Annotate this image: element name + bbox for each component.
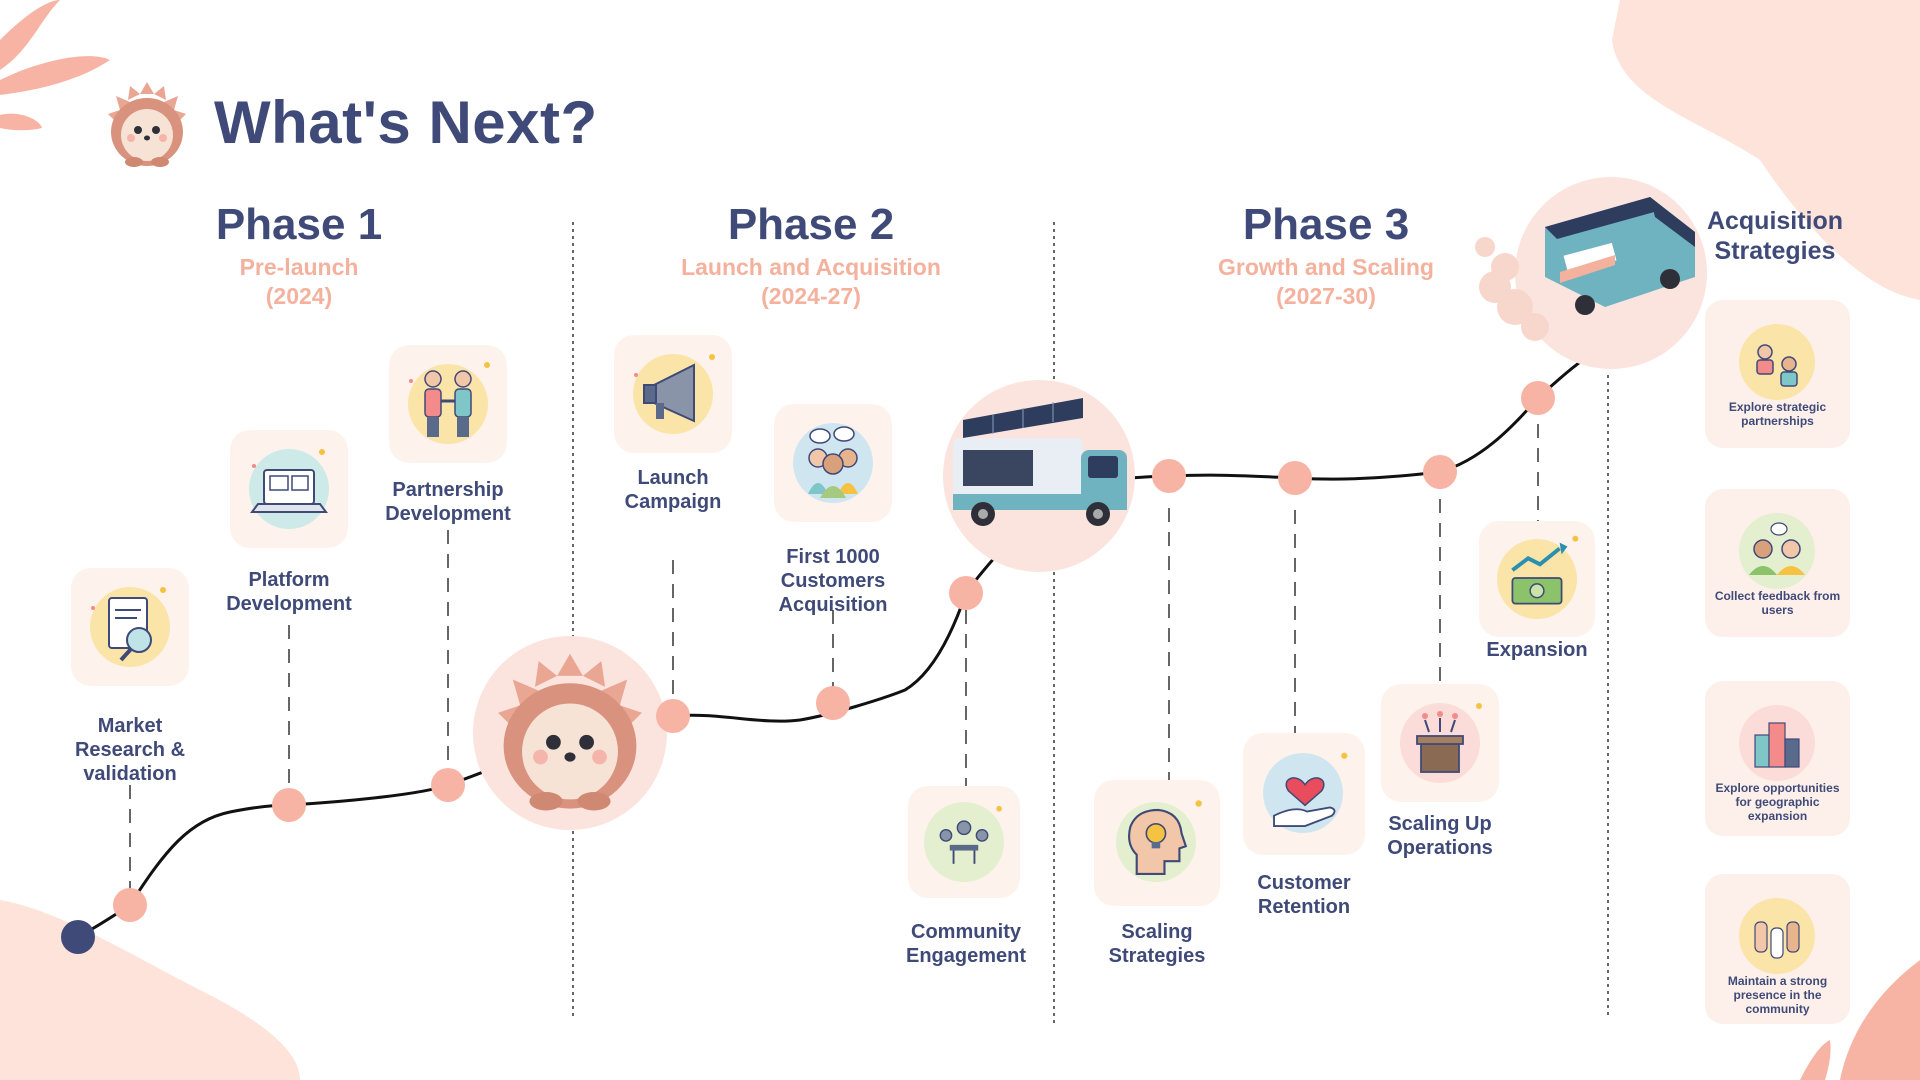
acquisition-text-feedback: Collect feedback from users: [1709, 589, 1846, 617]
research-icon: [71, 568, 189, 686]
acquisition-title: Acquisition Strategies: [1690, 206, 1860, 266]
raised-hands-icon: [1739, 898, 1815, 974]
idea-head-icon: [1094, 780, 1220, 906]
phase-1-years: (2024): [119, 281, 479, 311]
phase-3-years: (2027-30): [1146, 281, 1506, 311]
meeting-icon: [908, 786, 1020, 898]
money-growth-icon: [1479, 521, 1595, 637]
heart-hand-icon: [1243, 733, 1365, 855]
milestone-card-customer-retention: [1243, 733, 1365, 855]
milestone-card-community-engagement: [908, 786, 1020, 898]
buildings-icon: [1739, 705, 1815, 781]
megaphone-icon: [614, 335, 732, 453]
feedback-icon: [1739, 513, 1815, 589]
phase-3-title: Phase 3: [1146, 200, 1506, 250]
phase-3-subtitle: Growth and Scaling: [1146, 252, 1506, 282]
milestone-card-scaling-operations: [1381, 684, 1499, 802]
milestone-card-platform-development: [230, 430, 348, 548]
milestone-card-scaling-strategies: [1094, 780, 1220, 906]
milestone-dot: [431, 768, 465, 802]
phase-1-title: Phase 1: [119, 200, 479, 250]
acquisition-card-partnerships: Explore strategic partnerships: [1705, 300, 1850, 448]
milestone-label-customer-retention: Customer Retention: [1214, 871, 1394, 919]
milestone-label-scaling-strategies: Scaling Strategies: [1067, 920, 1247, 968]
phase-2-title: Phase 2: [631, 200, 991, 250]
customers-icon: [774, 404, 892, 522]
milestone-card-partnership-development: [389, 345, 507, 463]
milestone-dot: [949, 576, 983, 610]
milestone-card-launch-campaign: [614, 335, 732, 453]
laptop-icon: [230, 430, 348, 548]
milestone-card-expansion: [1479, 521, 1595, 637]
food-truck-circle: [943, 380, 1135, 572]
milestone-card-first-customers: [774, 404, 892, 522]
milestone-dot: [656, 699, 690, 733]
milestone-label-partnership-development: Partnership Development: [358, 478, 538, 526]
timeline-start-dot: [61, 920, 95, 954]
box-arrows-icon: [1381, 684, 1499, 802]
acquisition-card-geographic: Explore opportunities for geographic exp…: [1705, 681, 1850, 836]
milestone-dot: [816, 686, 850, 720]
hedgehog-icon: [490, 650, 650, 816]
milestone-dot: [113, 888, 147, 922]
page-title: What's Next?: [214, 88, 598, 157]
milestone-label-platform-development: Platform Development: [199, 568, 379, 616]
milestone-card-market-research: [71, 568, 189, 686]
flying-truck-circle: [1515, 177, 1707, 369]
milestone-dot: [1278, 461, 1312, 495]
hedgehog-mascot: [473, 636, 667, 830]
phase-2-subtitle: Launch and Acquisition: [631, 252, 991, 282]
hedgehog-logo-icon: [104, 80, 190, 170]
flying-truck-icon: [1465, 187, 1705, 347]
acquisition-text-community: Maintain a strong presence in the commun…: [1709, 974, 1846, 1016]
milestone-label-launch-campaign: Launch Campaign: [583, 466, 763, 514]
milestone-label-first-customers: First 1000 Customers Acquisition: [743, 545, 923, 617]
phase-1-subtitle: Pre-launch: [119, 252, 479, 282]
handshake-icon: [389, 345, 507, 463]
acquisition-card-community: Maintain a strong presence in the commun…: [1705, 874, 1850, 1024]
milestone-label-expansion: Expansion: [1447, 638, 1627, 662]
milestone-dot: [1152, 459, 1186, 493]
acquisition-text-partnerships: Explore strategic partnerships: [1709, 400, 1846, 428]
phase-2-years: (2024-27): [631, 281, 991, 311]
food-truck-icon: [933, 390, 1143, 540]
acquisition-card-feedback: Collect feedback from users: [1705, 489, 1850, 637]
milestone-dot: [272, 788, 306, 822]
milestone-label-community-engagement: Community Engagement: [876, 920, 1056, 968]
milestone-dot: [1521, 381, 1555, 415]
milestone-dot: [1423, 455, 1457, 489]
milestone-label-scaling-operations: Scaling Up Operations: [1350, 812, 1530, 860]
partners-icon: [1739, 324, 1815, 400]
acquisition-text-geographic: Explore opportunities for geographic exp…: [1709, 781, 1846, 823]
milestone-label-market-research: Market Research & validation: [40, 714, 220, 786]
